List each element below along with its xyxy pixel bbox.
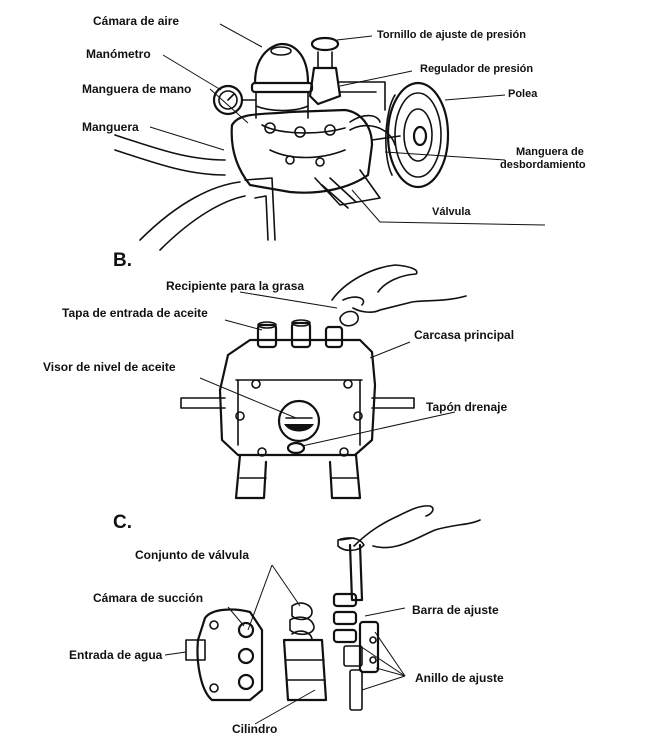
hand-drawing-c (353, 505, 481, 549)
label-oil-inlet-cap: Tapa de entrada de aceite (62, 306, 208, 320)
label-hose: Manguera (82, 120, 139, 134)
hand-hose-tube (114, 134, 226, 161)
drain-plug-drawing (286, 441, 306, 455)
adjusting-bar-drawing (348, 543, 364, 602)
hose-tube (139, 181, 241, 241)
shaft-left (180, 397, 226, 409)
hand-drawing-b (331, 264, 467, 313)
suction-chamber-drawing (196, 608, 264, 702)
label-adjusting-ring: Anillo de ajuste (415, 671, 504, 685)
section-c-heading: C. (113, 512, 132, 533)
label-grease-cup: Recipiente para la grasa (166, 279, 305, 293)
label-adjusting-bar: Barra de ajuste (412, 603, 499, 617)
label-valve: Válvula (432, 206, 471, 218)
left-foot (234, 453, 268, 500)
pulley-drawing (371, 81, 450, 189)
panel-b-leaders (199, 291, 456, 447)
label-overflow-hose-line1: Manguera de (516, 146, 584, 158)
label-overflow-hose-line2: desbordamiento (500, 159, 586, 171)
label-suction-chamber: Cámara de succión (93, 591, 204, 605)
valve-drawing (314, 169, 381, 206)
gauge-drawing (212, 84, 257, 116)
air-chamber-drawing (250, 42, 314, 119)
pump-body-drawing (230, 108, 374, 194)
label-drain-plug: Tapón drenaje (426, 400, 508, 414)
label-water-inlet: Entrada de agua (69, 648, 163, 662)
label-pressure-regulator: Regulador de presión (420, 63, 534, 75)
label-air-chamber: Cámara de aire (93, 14, 180, 28)
valve-assembly-drawing (289, 602, 315, 641)
main-housing-drawing (218, 338, 377, 457)
panel-c-leaders (164, 564, 406, 725)
label-main-housing: Carcasa principal (414, 328, 515, 342)
adjusting-ring-drawing (332, 592, 380, 711)
label-oil-level-window: Visor de nivel de aceite (43, 360, 176, 374)
panel-c-drawing (185, 505, 481, 711)
section-b-heading: B. (113, 250, 132, 271)
label-hand-hose: Manguera de mano (82, 82, 192, 96)
shaft-right (371, 397, 415, 409)
panel-a-leaders (149, 23, 546, 226)
pressure-regulator-drawing (308, 36, 386, 111)
cylinder-drawing (282, 638, 328, 702)
label-pressure-screw: Tornillo de ajuste de presión (377, 29, 526, 41)
panel-a-drawing (114, 36, 450, 251)
panel-b-drawing (180, 264, 467, 500)
label-gauge: Manómetro (86, 47, 151, 61)
label-valve-assembly: Conjunto de válvula (135, 548, 250, 562)
label-pulley: Polea (508, 88, 538, 100)
label-cylinder: Cilindro (232, 722, 278, 736)
right-foot (328, 453, 362, 500)
oil-window-drawing (277, 399, 321, 443)
water-inlet-drawing (185, 639, 206, 661)
